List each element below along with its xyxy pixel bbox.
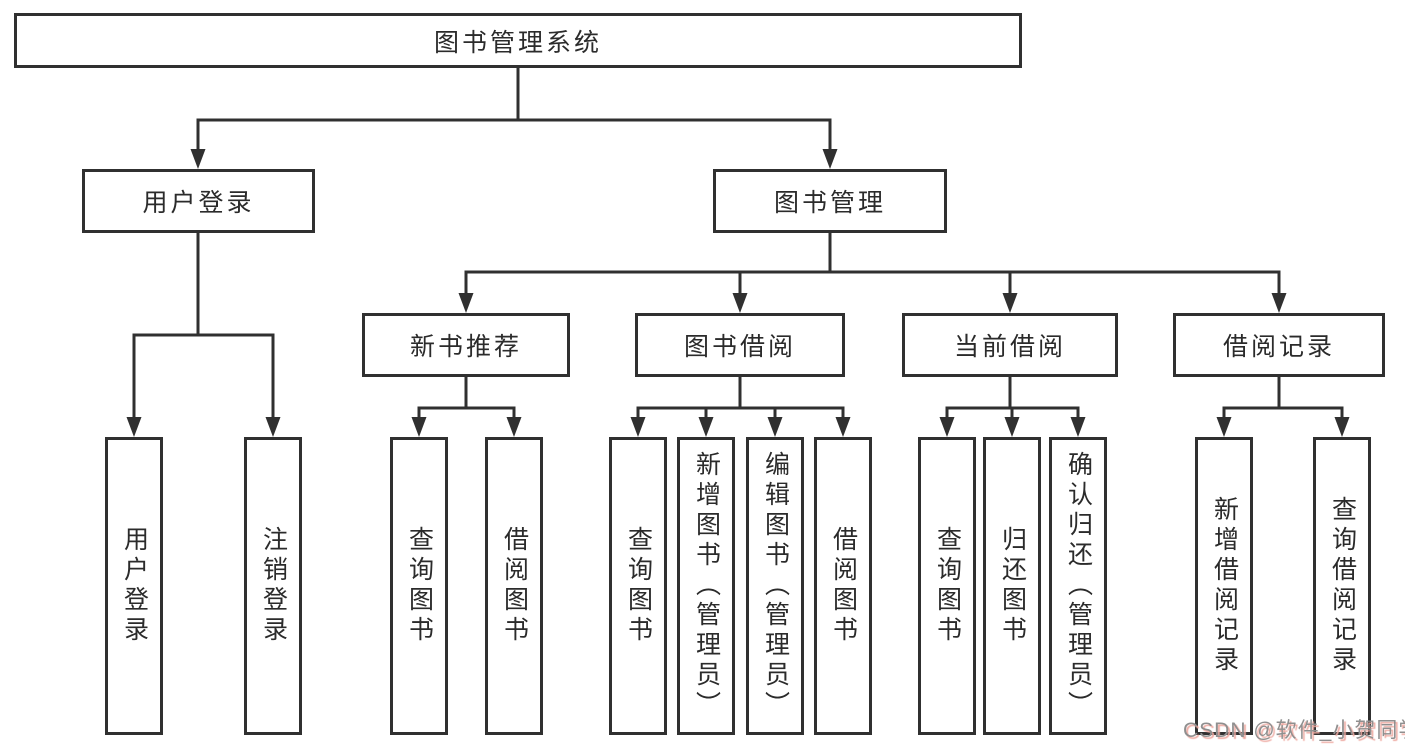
node-user-login-label: 用户登录 [142, 189, 255, 217]
leaf-query-borrow-record-label: 查询借阅记录 [1328, 496, 1357, 676]
leaf-query-book-borrowing: 查询图书 [609, 437, 667, 735]
leaf-add-borrow-record-label: 新增借阅记录 [1210, 496, 1239, 676]
leaf-borrow-book-borrowing: 借阅图书 [814, 437, 872, 735]
node-book-management: 图书管理 [713, 169, 947, 233]
leaf-edit-book-admin: 编辑图书（管理员） [746, 437, 804, 735]
leaf-user-login: 用户登录 [105, 437, 163, 735]
node-user-login: 用户登录 [82, 169, 315, 233]
leaf-query-book-current-label: 查询图书 [933, 526, 962, 646]
leaf-confirm-return-admin: 确认归还（管理员） [1049, 437, 1107, 735]
leaf-add-borrow-record: 新增借阅记录 [1195, 437, 1253, 735]
leaf-logout-login-label: 注销登录 [259, 526, 288, 646]
node-book-management-label: 图书管理 [773, 189, 886, 217]
leaf-logout-login: 注销登录 [244, 437, 302, 735]
node-new-book-recommend-label: 新书推荐 [409, 333, 522, 361]
leaf-edit-book-admin-label: 编辑图书（管理员） [761, 451, 790, 721]
node-root-label: 图书管理系统 [433, 28, 602, 57]
leaf-query-book-recommend: 查询图书 [390, 437, 448, 735]
tree-edges [132, 68, 1344, 421]
leaf-return-book-label: 归还图书 [998, 526, 1027, 646]
node-book-borrowing-label: 图书借阅 [683, 333, 796, 361]
leaf-query-book-borrowing-label: 查询图书 [624, 526, 653, 646]
leaf-query-book-current: 查询图书 [918, 437, 976, 735]
node-book-borrowing: 图书借阅 [635, 313, 845, 377]
arrowheads [126, 149, 1350, 437]
leaf-confirm-return-admin-label: 确认归还（管理员） [1064, 451, 1093, 721]
leaf-user-login-label: 用户登录 [120, 526, 149, 646]
leaf-add-book-admin: 新增图书（管理员） [677, 437, 735, 735]
node-current-borrowing: 当前借阅 [902, 313, 1118, 377]
node-borrowing-records-label: 借阅记录 [1222, 333, 1335, 361]
csdn-watermark: CSDN @软件_小贺同学 [1183, 719, 1405, 742]
leaf-query-book-recommend-label: 查询图书 [405, 526, 434, 646]
leaf-add-book-admin-label: 新增图书（管理员） [692, 451, 721, 721]
leaf-borrow-book-recommend-label: 借阅图书 [500, 526, 529, 646]
node-root-library-system: 图书管理系统 [14, 13, 1022, 68]
leaf-borrow-book-borrowing-label: 借阅图书 [829, 526, 858, 646]
leaf-borrow-book-recommend: 借阅图书 [485, 437, 543, 735]
node-new-book-recommend: 新书推荐 [362, 313, 570, 377]
leaf-query-borrow-record: 查询借阅记录 [1313, 437, 1371, 735]
leaf-return-book: 归还图书 [983, 437, 1041, 735]
node-current-borrowing-label: 当前借阅 [953, 333, 1066, 361]
node-borrowing-records: 借阅记录 [1173, 313, 1385, 377]
